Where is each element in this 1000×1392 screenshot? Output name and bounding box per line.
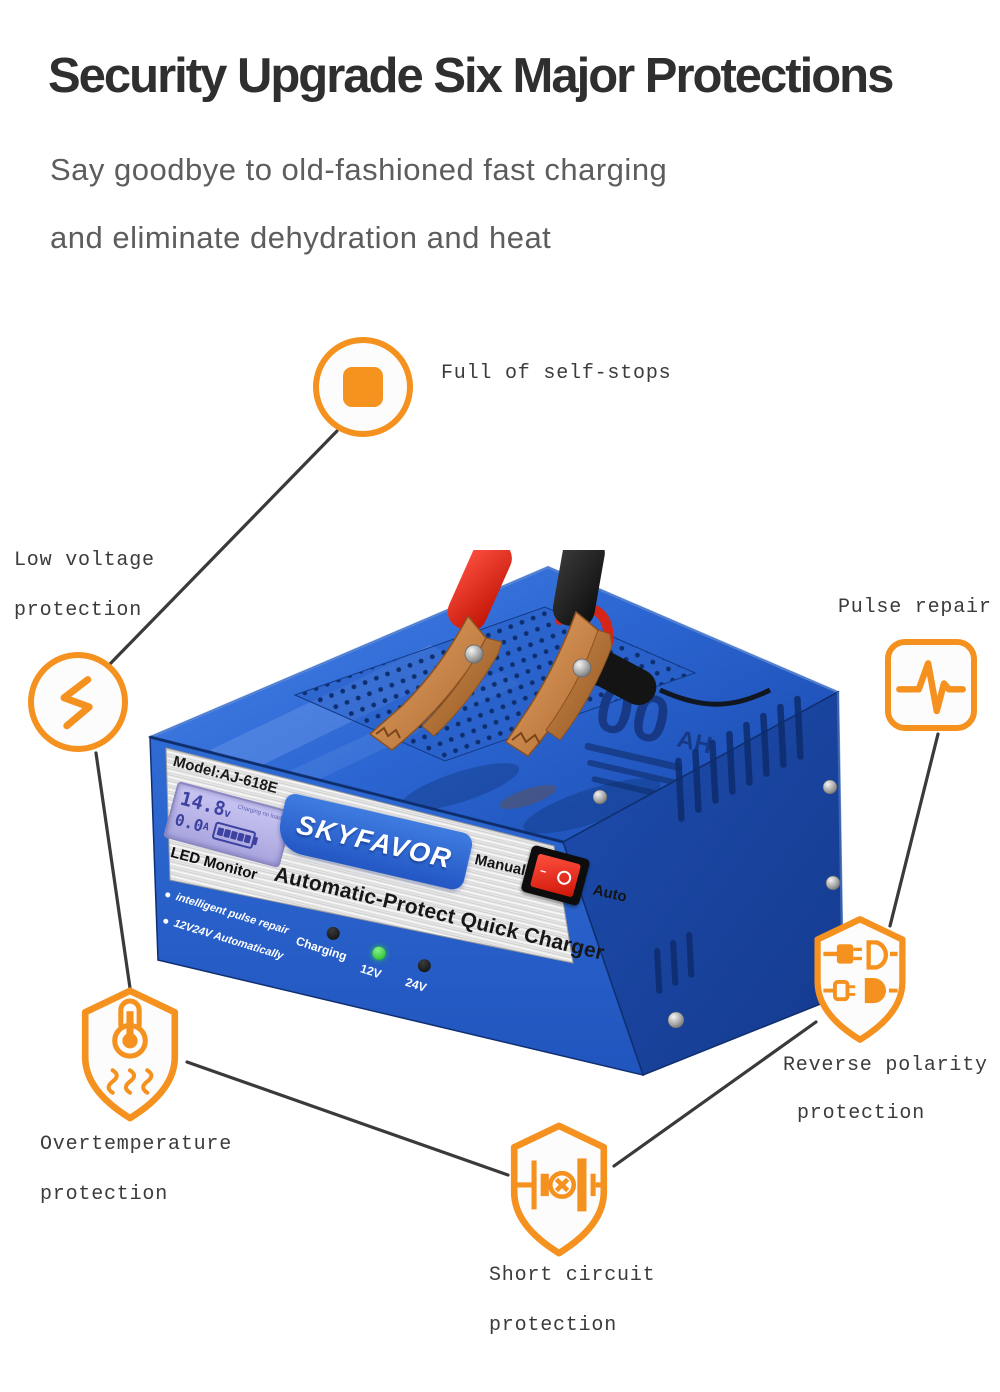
subtitle-line2: and eliminate dehydration and heat — [50, 220, 552, 255]
low-voltage-zigzag-icon — [60, 676, 93, 730]
pulse-repair-badge — [885, 639, 977, 731]
24v-led-indicator — [416, 957, 433, 974]
clamp-reflection — [523, 778, 661, 834]
reverse-polarity-shield-icon — [814, 916, 906, 1043]
callout-overtemperature-line1: Overtemperature — [40, 1133, 233, 1156]
low-voltage-badge — [28, 652, 128, 752]
stop-square-icon — [343, 367, 383, 407]
battery-gauge-icon — [211, 820, 257, 849]
connector-line-overtemp-to-shortcircuit — [185, 1060, 510, 1177]
reverse-polarity-badge — [807, 913, 913, 1050]
charger-body-art: 00 AH — [147, 550, 845, 1077]
12v-led-label: 12V — [358, 961, 384, 982]
black-alligator-clamp — [504, 550, 772, 757]
plug-pair-top-icon — [823, 940, 898, 970]
lcd-status-text: Charging no load — [236, 804, 283, 822]
switch-label-auto: Auto — [591, 881, 629, 906]
callout-reverse-polarity-line1: Reverse polarity — [783, 1054, 988, 1077]
callout-reverse-polarity-line2: protection — [797, 1102, 926, 1125]
bullet-dot-icon — [162, 917, 170, 924]
battery-short-symbol-icon — [516, 1158, 603, 1212]
connector-line-stop-to-lowvoltage — [106, 429, 339, 668]
callout-low-voltage-line1: Low voltage — [14, 549, 155, 572]
lcd-current-unit: A — [201, 821, 211, 834]
side-screws — [592, 779, 841, 1029]
heat-waves-icon — [106, 1068, 154, 1095]
overtemperature-shield-icon — [81, 987, 179, 1122]
short-circuit-shield-icon — [510, 1122, 608, 1257]
charging-led-label: Charging — [294, 933, 349, 964]
connector-line-lowvoltage-to-overtemp — [94, 751, 132, 990]
24v-led-label: 24V — [403, 974, 429, 995]
brand-logo-text: SKYFAVOR — [293, 808, 456, 874]
battery-charger-product-photo: 00 AH — [130, 550, 850, 1110]
plug-pair-bottom-icon — [823, 978, 898, 1004]
pulse-waveform-icon — [896, 660, 966, 715]
short-circuit-badge — [503, 1119, 615, 1264]
full-charge-stop-badge — [313, 337, 413, 437]
subtitle-line1: Say goodbye to old-fashioned fast chargi… — [50, 152, 668, 187]
charging-led-indicator — [325, 925, 342, 942]
clamp-reflection — [400, 763, 520, 811]
red-alligator-clamp — [368, 550, 512, 751]
side-vent-slots — [654, 695, 804, 994]
mode-rocker-switch: − O — [520, 844, 591, 907]
callout-overtemperature-line2: protection — [40, 1183, 169, 1206]
rocker-dash-mark: − — [538, 865, 548, 879]
callout-short-circuit-line1: Short circuit — [489, 1264, 656, 1287]
rocker-circle-mark: O — [555, 869, 573, 887]
callout-low-voltage-line2: protection — [14, 599, 143, 622]
page-title: Security Upgrade Six Major Protections — [48, 49, 894, 103]
overtemperature-badge — [74, 984, 186, 1129]
callout-full-stop-label: Full of self-stops — [441, 362, 672, 385]
connector-line-pulse-to-reverse — [888, 732, 940, 928]
rocker-button: − O — [529, 853, 582, 898]
callout-pulse-repair-label: Pulse repair — [838, 596, 992, 619]
connector-line-shortcircuit-to-reverse — [612, 1020, 818, 1168]
callout-short-circuit-line2: protection — [489, 1314, 618, 1337]
charger-side-face — [562, 690, 845, 1076]
switch-label-manual: Manual — [473, 851, 528, 880]
12v-led-indicator — [371, 945, 387, 961]
bullet-dot-icon — [164, 891, 172, 898]
